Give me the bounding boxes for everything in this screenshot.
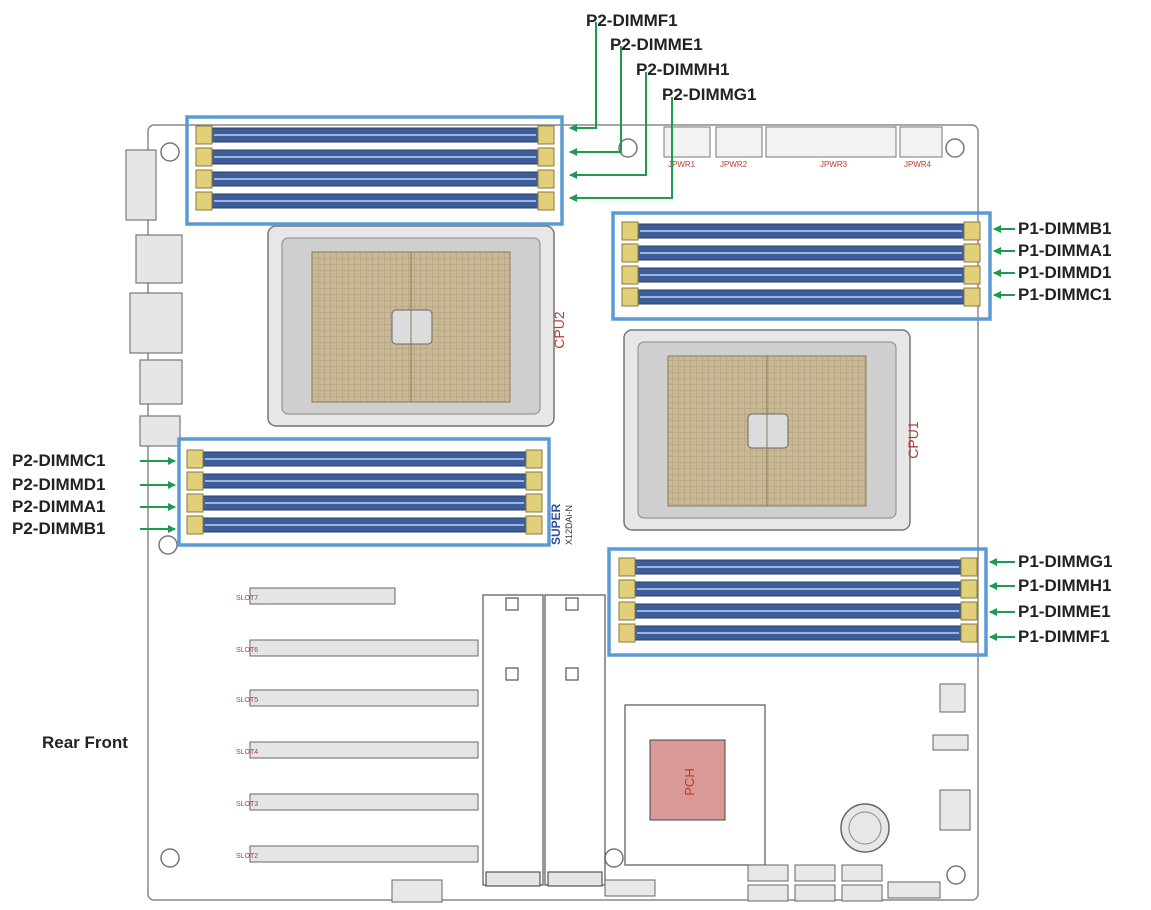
label-arrows	[140, 22, 1015, 641]
model-text: X12DAi-N	[564, 505, 574, 545]
jpwr1-label: JPWR1	[668, 160, 696, 169]
rear-io-ports	[125, 149, 183, 447]
brand-logo: SUPER	[549, 503, 563, 545]
jpwr2-label: JPWR2	[720, 160, 748, 169]
m2-slots	[482, 594, 606, 887]
dimm-slot-p1-dimmd1	[621, 265, 981, 285]
label-p2-dimmd1: P2-DIMMD1	[12, 475, 106, 494]
dimm-slot-p1-dimmh1	[618, 579, 978, 599]
label-p1-dimma1: P1-DIMMA1	[1018, 241, 1112, 260]
label-p2-dimma1: P2-DIMMA1	[12, 497, 106, 516]
sata-connectors	[391, 683, 971, 903]
jpwr4-label: JPWR4	[904, 160, 932, 169]
pch-label: PCH	[682, 768, 697, 795]
cpu1-socket	[623, 329, 911, 531]
slot7-label: SLOT7	[236, 595, 258, 602]
power-header-labels: JPWR1 JPWR2 JPWR3 JPWR4	[668, 160, 932, 169]
highlight-box-right-upper	[611, 211, 992, 321]
dimm-slot-p1-dimmb1	[621, 221, 981, 241]
dimm-slot-p2-dimmb1	[186, 515, 543, 535]
label-p2-dimmg1: P2-DIMMG1	[662, 85, 757, 104]
label-p1-dimmd1: P1-DIMMD1	[1018, 263, 1112, 282]
dimm-slot-p2-dimme1	[195, 147, 555, 167]
dimm-slot-p2-dimmc1	[186, 449, 543, 469]
dimm-slot-p1-dimmg1	[618, 557, 978, 577]
highlight-box-right-lower	[607, 547, 988, 657]
label-rear-front: Rear Front	[42, 733, 128, 752]
dimm-slot-p2-dimmh1	[195, 169, 555, 189]
label-p2-dimmc1: P2-DIMMC1	[12, 451, 106, 470]
dimm-slot-p2-dimma1	[186, 493, 543, 513]
label-p2-dimmh1: P2-DIMMH1	[636, 60, 730, 79]
slot6-label: SLOT6	[236, 647, 258, 654]
cpu1-label: CPU1	[905, 421, 921, 459]
label-p1-dimmf1: P1-DIMMF1	[1018, 627, 1110, 646]
jpwr3-label: JPWR3	[820, 160, 848, 169]
dimm-highlight-boxes	[177, 115, 992, 657]
label-p1-dimme1: P1-DIMME1	[1018, 602, 1111, 621]
cmos-battery	[840, 803, 890, 853]
slot3-label: SLOT3	[236, 801, 258, 808]
arrow-p2-dimme1	[569, 46, 622, 156]
highlight-box-left	[177, 437, 551, 547]
dimm-slot-p1-dimmf1	[618, 623, 978, 643]
pch-chip	[624, 704, 766, 866]
dimm-slot-p2-dimmg1	[195, 191, 555, 211]
label-p1-dimmc1: P1-DIMMC1	[1018, 285, 1112, 304]
slot2-label: SLOT2	[236, 853, 258, 860]
label-p2-dimmb1: P2-DIMMB1	[12, 519, 106, 538]
dimm-slot-p1-dimma1	[621, 243, 981, 263]
arrow-p2-dimmg1	[569, 97, 673, 202]
dimm-groups	[186, 125, 981, 643]
dimm-slot-p2-dimmd1	[186, 471, 543, 491]
slot4-label: SLOT4	[236, 749, 258, 756]
dimm-slot-p1-dimmc1	[621, 287, 981, 307]
slot5-label: SLOT5	[236, 697, 258, 704]
arrow-p2-dimmf1	[569, 22, 597, 132]
label-p2-dimme1: P2-DIMME1	[610, 35, 703, 54]
label-p1-dimmg1: P1-DIMMG1	[1018, 552, 1113, 571]
pcie-slots	[249, 587, 479, 863]
dimm-slot-p1-dimme1	[618, 601, 978, 621]
cpu2-label: CPU2	[551, 311, 567, 349]
dimm-slot-p2-dimmf1	[195, 125, 555, 145]
arrow-p2-dimmh1	[569, 72, 647, 179]
highlight-box-top	[185, 115, 564, 226]
cpu2-socket	[267, 225, 555, 427]
label-p1-dimmb1: P1-DIMMB1	[1018, 219, 1112, 238]
label-p1-dimmh1: P1-DIMMH1	[1018, 576, 1112, 595]
pcie-slot-labels: SLOT7 SLOT6 SLOT5 SLOT4 SLOT3 SLOT2	[236, 595, 258, 860]
label-p2-dimmf1: P2-DIMMF1	[586, 11, 678, 30]
power-headers	[663, 126, 943, 158]
